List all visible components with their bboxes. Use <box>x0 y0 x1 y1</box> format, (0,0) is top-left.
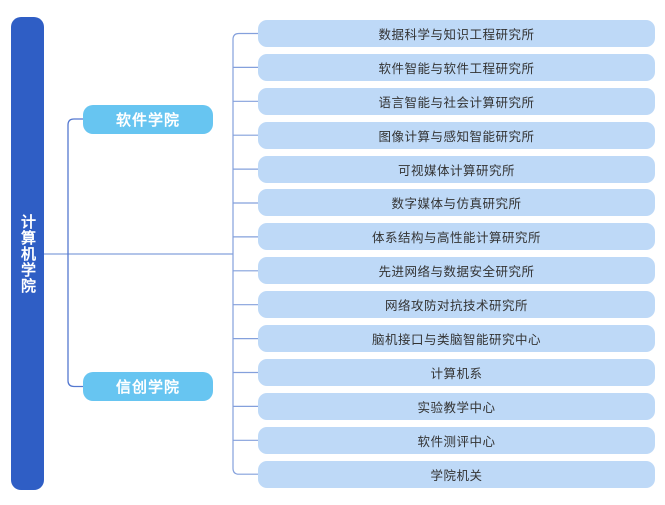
leaf-node[interactable]: 计算机系 <box>258 358 655 386</box>
branch-node-label: 信创学院 <box>115 379 180 396</box>
leaf-node[interactable]: 图像计算与感知智能研究所 <box>258 121 655 149</box>
leaf-node[interactable]: 软件测评中心 <box>258 426 655 454</box>
leaf-node[interactable]: 语言智能与社会计算研究所 <box>258 87 655 115</box>
leaf-node[interactable]: 实验教学中心 <box>258 392 655 420</box>
leaf-list: 数据科学与知识工程研究所软件智能与软件工程研究所语言智能与社会计算研究所图像计算… <box>258 20 655 488</box>
leaf-node[interactable]: 数据科学与知识工程研究所 <box>258 20 655 47</box>
leaf-node[interactable]: 先进网络与数据安全研究所 <box>258 257 655 285</box>
branch-node-xinchuang-school[interactable]: 信创学院 <box>83 372 213 401</box>
leaf-node[interactable]: 脑机接口与类脑智能研究中心 <box>258 325 655 353</box>
leaf-node[interactable]: 软件智能与软件工程研究所 <box>258 53 655 81</box>
branch-node-label: 软件学院 <box>115 111 180 129</box>
leaf-node[interactable]: 学院机关 <box>258 460 655 488</box>
root-node-computer-school[interactable]: 计算机学院 <box>11 17 44 490</box>
leaf-node[interactable]: 网络攻防对抗技术研究所 <box>258 291 655 319</box>
branch-node-software-school[interactable]: 软件学院 <box>83 104 213 134</box>
root-node-label: 计算机学院 <box>19 213 36 294</box>
leaf-node[interactable]: 体系结构与高性能计算研究所 <box>258 223 655 251</box>
leaf-node[interactable]: 可视媒体计算研究所 <box>258 155 655 183</box>
leaf-node[interactable]: 数字媒体与仿真研究所 <box>258 189 655 217</box>
